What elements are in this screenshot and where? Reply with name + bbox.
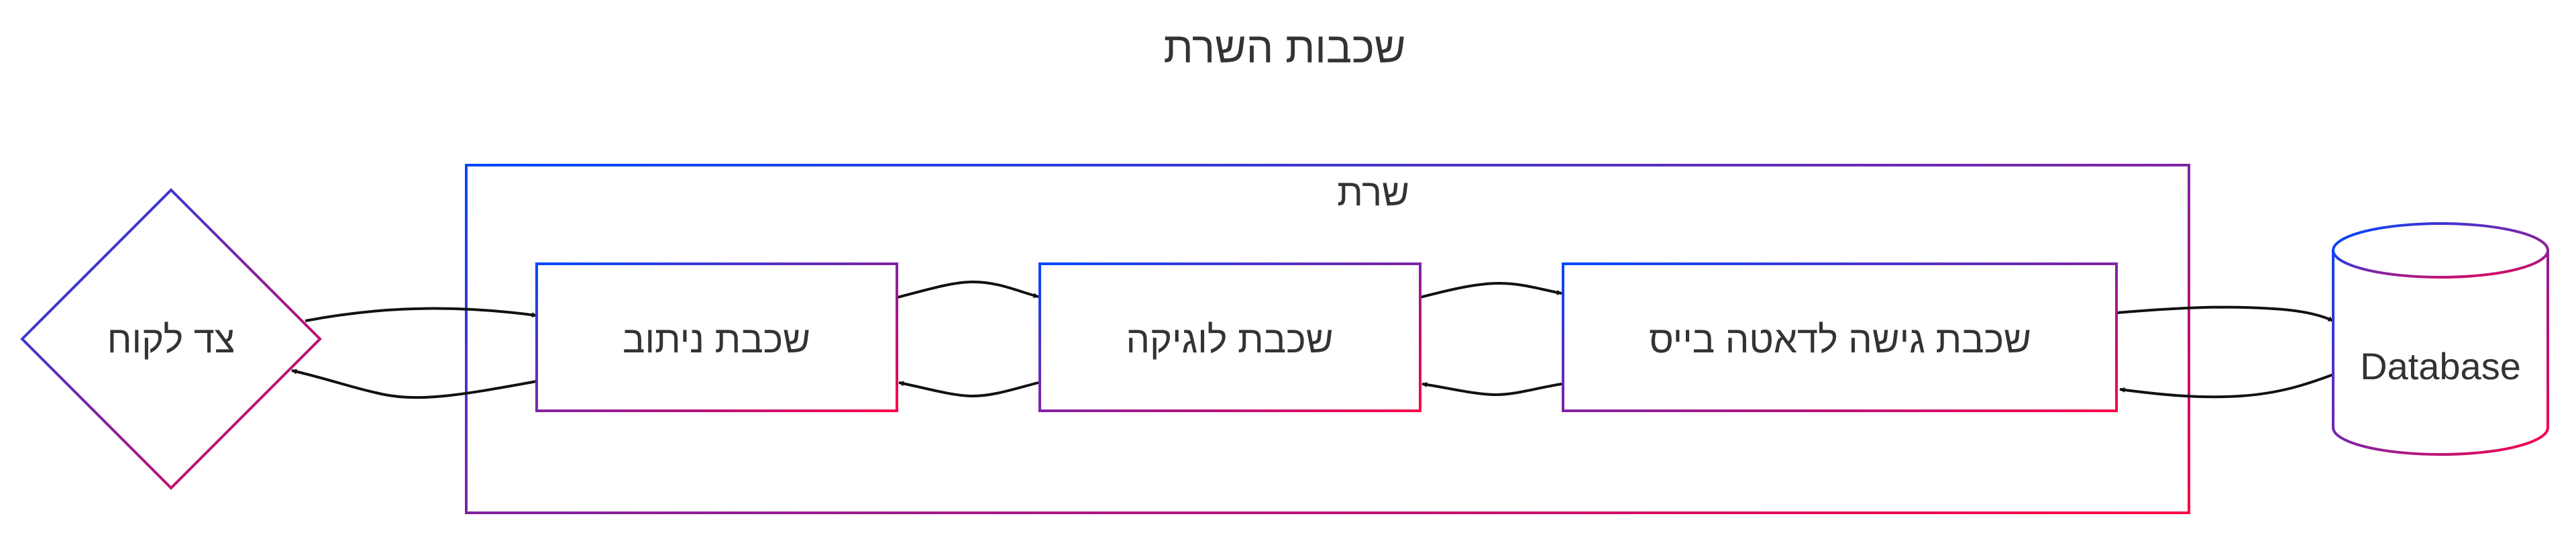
routing-layer-box [535, 262, 898, 412]
node-client[interactable]: צד לקוח [20, 188, 322, 490]
edge-data-access-to-database[interactable] [2116, 305, 2334, 322]
edge-routing-to-logic[interactable] [897, 280, 1039, 299]
edge-data-access-to-logic[interactable] [1421, 382, 1562, 397]
node-logic-layer[interactable]: שכבת לוגיקה [1038, 262, 1421, 412]
edge-database-to-data-access[interactable] [2119, 373, 2334, 399]
diagram-title: שכבות השרת [1164, 23, 1406, 72]
edge-client-to-routing[interactable] [305, 307, 537, 322]
client-label: צד לקוח [107, 318, 235, 360]
routing-layer-label: שכבת ניתוב [623, 318, 810, 360]
server-group-frame [465, 164, 2190, 514]
data-access-layer-label: שכבת גישה לדאטה בייס [1649, 318, 2031, 360]
edge-routing-to-client[interactable] [291, 369, 537, 399]
data-access-layer-box [1562, 262, 2118, 412]
node-database[interactable]: Database [2332, 222, 2549, 456]
server-group[interactable]: שרת [465, 164, 2190, 514]
edge-logic-to-data-access[interactable] [1419, 281, 1562, 299]
client-diamond [20, 188, 322, 490]
database-top-rim [2332, 250, 2549, 279]
server-group-label: שרת [1337, 171, 1409, 213]
node-data-access-layer[interactable]: שכבת גישה לדאטה בייס [1562, 262, 2118, 412]
node-routing-layer[interactable]: שכבת ניתוב [535, 262, 898, 412]
logic-layer-box [1038, 262, 1421, 412]
edge-logic-to-routing[interactable] [898, 381, 1039, 398]
database-cylinder [2332, 222, 2549, 456]
edges [291, 280, 2334, 399]
logic-layer-label: שכבת לוגיקה [1126, 318, 1334, 360]
database-label: Database [2360, 345, 2521, 387]
